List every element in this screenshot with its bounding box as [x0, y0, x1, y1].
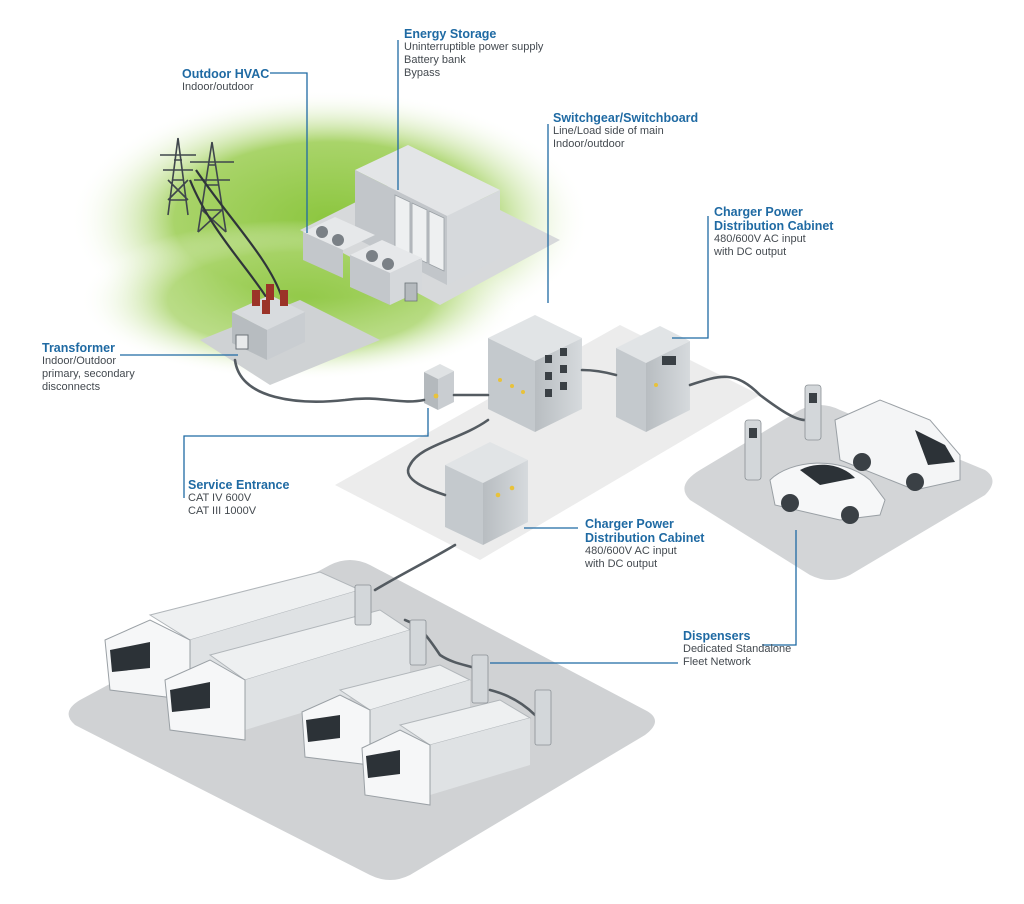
energy-storage-building	[355, 145, 500, 285]
transformer-unit	[232, 284, 305, 360]
charger-cabinet-top-label: Charger Power Distribution Cabinet 480/6…	[714, 205, 833, 259]
charger-cabinet-mid-title-2: Distribution Cabinet	[585, 531, 705, 545]
energy-storage-label: Energy Storage Uninterruptible power sup…	[404, 27, 543, 80]
service-entrance-label: Service Entrance CAT IV 600V CAT III 100…	[188, 478, 289, 518]
outdoor-hvac-label: Outdoor HVAC Indoor/outdoor	[182, 67, 269, 94]
switchgear-cabinet	[488, 315, 582, 432]
power-lines	[188, 169, 284, 301]
charger-cabinet-mid-line-2: with DC output	[585, 558, 658, 570]
transformer-title: Transformer	[42, 341, 115, 355]
charger-cabinet-right	[616, 326, 690, 432]
charger-cabinet-mid-title-1: Charger Power	[585, 517, 674, 531]
service-entrance-title: Service Entrance	[188, 478, 290, 492]
transformer-line-1: Indoor/Outdoor	[42, 355, 116, 367]
dispensers-line-2: Fleet Network	[683, 656, 751, 668]
charger-cabinet-top-line-2: with DC output	[714, 246, 787, 258]
switchgear-title: Switchgear/Switchboard	[553, 111, 699, 125]
charger-cabinet-mid-line-1: 480/600V AC input	[585, 545, 677, 557]
truck-dispensers	[354, 584, 552, 746]
trucks	[104, 571, 532, 806]
hvac-units	[303, 217, 422, 305]
service-entrance-box	[424, 364, 454, 410]
energy-storage-line-2: Battery bank	[404, 54, 466, 66]
dispensers-label: Dispensers Dedicated Standalone Fleet Ne…	[683, 629, 791, 669]
outdoor-hvac-title: Outdoor HVAC	[182, 67, 270, 81]
transformer-line-2: primary, secondary	[42, 368, 135, 380]
transformer-line-3: disconnects	[42, 381, 101, 393]
transmission-towers	[160, 137, 234, 233]
charger-cabinet-top-line-1: 480/600V AC input	[714, 233, 806, 245]
energy-storage-line-1: Uninterruptible power supply	[404, 41, 544, 53]
switchgear-label: Switchgear/Switchboard Line/Load side of…	[553, 111, 698, 151]
service-entrance-line-2: CAT III 1000V	[188, 505, 257, 517]
car-dispensers	[744, 384, 822, 481]
energy-storage-line-3: Bypass	[404, 67, 441, 79]
service-entrance-line-1: CAT IV 600V	[188, 492, 252, 504]
van	[834, 399, 961, 491]
charger-cabinet-top-title-2: Distribution Cabinet	[714, 219, 834, 233]
outdoor-hvac-line-1: Indoor/outdoor	[182, 81, 254, 93]
callout-leaders	[120, 40, 797, 664]
dispensers-line-1: Dedicated Standalone	[683, 643, 792, 655]
energy-storage-title: Energy Storage	[404, 27, 497, 41]
charger-cabinet-mid-label: Charger Power Distribution Cabinet 480/6…	[585, 517, 704, 571]
sedan	[769, 462, 886, 524]
switchgear-line-2: Indoor/outdoor	[553, 138, 625, 150]
charger-cabinet-top-title-1: Charger Power	[714, 205, 803, 219]
dispensers-title: Dispensers	[683, 629, 751, 643]
charger-cabinet-middle	[445, 442, 528, 545]
transformer-label: Transformer Indoor/Outdoor primary, seco…	[42, 341, 135, 394]
switchgear-line-1: Line/Load side of main	[553, 125, 664, 137]
